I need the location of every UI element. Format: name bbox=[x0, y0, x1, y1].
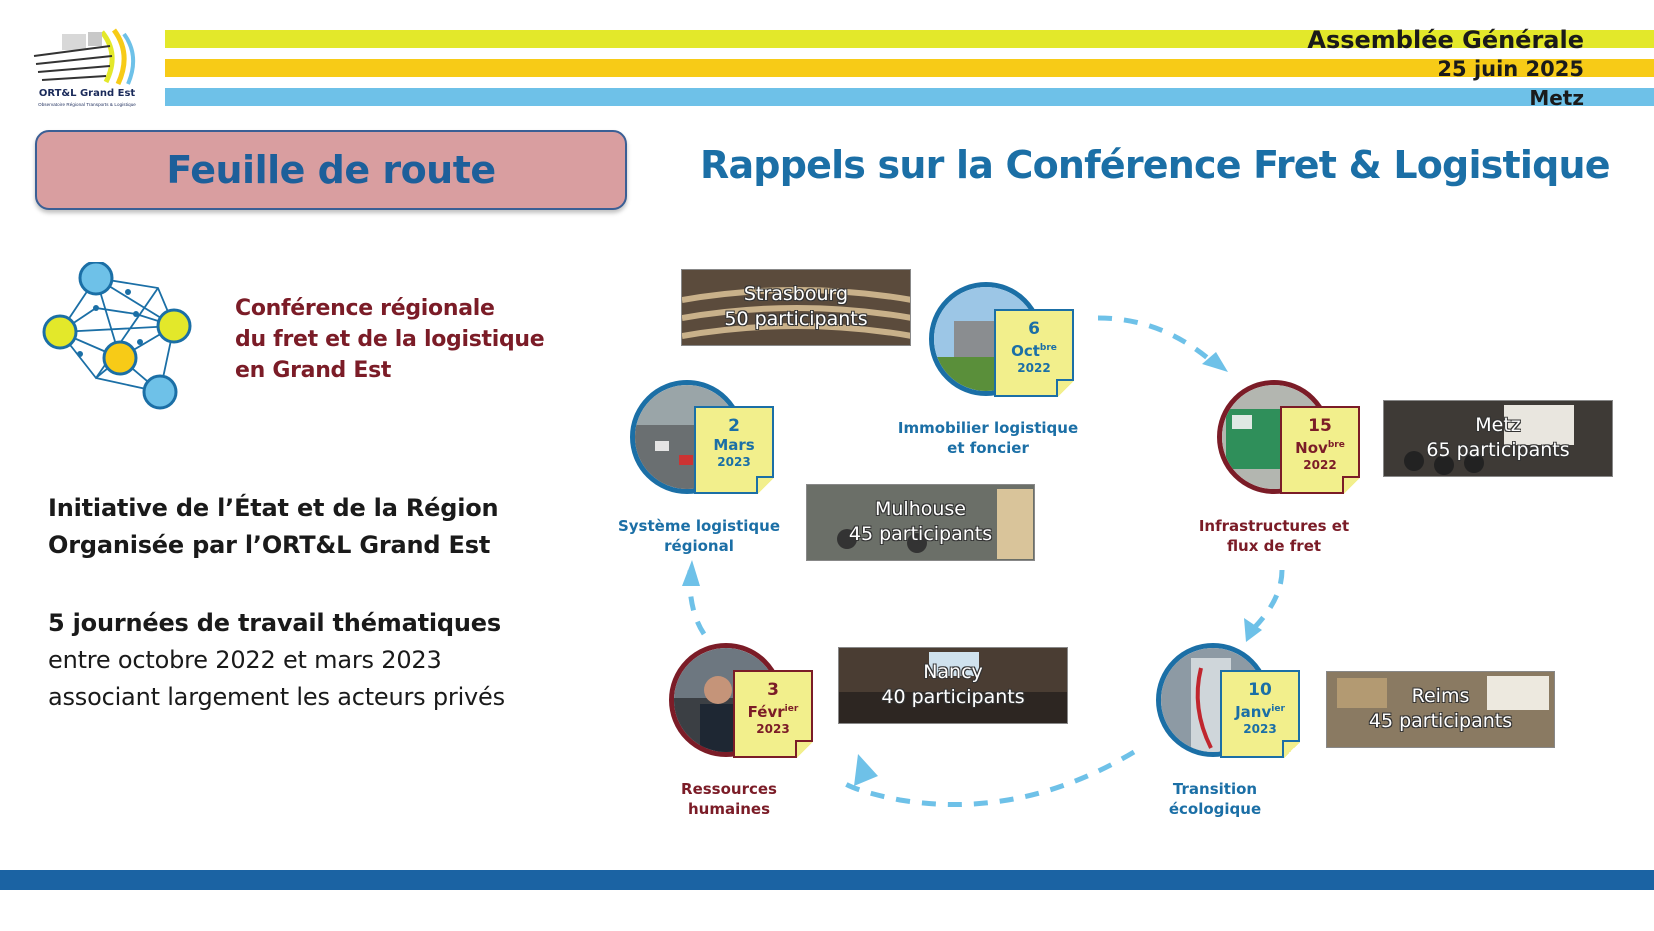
photo-strasbourg-caption: Strasbourg 50 participants bbox=[724, 283, 868, 330]
session-oct-date: 6 Octbre 2022 bbox=[994, 309, 1074, 397]
photo-mulhouse-caption: Mulhouse 45 participants bbox=[848, 498, 993, 545]
session-jan-date: 10 Janvier 2023 bbox=[1220, 670, 1300, 758]
photo-nancy: Nancy 40 participants bbox=[838, 647, 1068, 724]
event-date: 25 juin 2025 bbox=[1437, 57, 1584, 81]
ortl-logo: ORT&L Grand Est Observatoire Régional Tr… bbox=[32, 26, 142, 114]
photo-reims-caption: Reims 45 participants bbox=[1368, 685, 1513, 732]
page-title: Rappels sur la Conférence Fret & Logisti… bbox=[700, 143, 1611, 187]
photo-metz: Metz 65 participants bbox=[1383, 400, 1613, 477]
session-oct-topic: Immobilier logistique et foncier bbox=[897, 419, 1079, 457]
conference-title: Conférence régionale du fret et de la lo… bbox=[235, 296, 545, 383]
header-stripe-yellow bbox=[165, 30, 1654, 48]
cycle-arrows bbox=[682, 315, 1285, 807]
session-feb-date: 3 Février 2023 bbox=[733, 670, 813, 758]
session-mar-date: 2 Mars 2023 bbox=[694, 406, 774, 494]
session-nov-date: 15 Novbre 2022 bbox=[1280, 406, 1360, 494]
logo-name: ORT&L Grand Est bbox=[38, 88, 136, 99]
event-name: Assemblée Générale bbox=[1307, 26, 1584, 54]
roadmap-button[interactable]: Feuille de route bbox=[35, 130, 627, 210]
session-mar-topic: Système logistique régional bbox=[617, 517, 781, 555]
actors-line: associant largement les acteurs privés bbox=[48, 683, 505, 711]
period-line: entre octobre 2022 et mars 2023 bbox=[48, 646, 442, 674]
photo-nancy-caption: Nancy 40 participants bbox=[881, 661, 1025, 708]
logo-emblem-icon bbox=[33, 28, 136, 86]
footer-bar bbox=[0, 870, 1654, 890]
logo-subtitle: Observatoire Régional Transports & Logis… bbox=[38, 102, 136, 107]
header-stripe-orange bbox=[165, 59, 1654, 77]
network-icon bbox=[42, 262, 192, 410]
initiative-line: Initiative de l’État et de la Région bbox=[48, 494, 499, 522]
photo-reims: Reims 45 participants bbox=[1326, 671, 1555, 748]
session-feb-topic: Ressources humaines bbox=[681, 780, 777, 818]
header-stripe-blue bbox=[165, 88, 1654, 106]
photo-metz-caption: Metz 65 participants bbox=[1426, 414, 1570, 461]
organizer-line: Organisée par l’ORT&L Grand Est bbox=[48, 531, 491, 559]
photo-mulhouse: Mulhouse 45 participants bbox=[806, 484, 1035, 561]
session-jan-topic: Transition écologique bbox=[1168, 780, 1262, 818]
workdays-line: 5 journées de travail thématiques bbox=[48, 609, 501, 637]
photo-strasbourg: Strasbourg 50 participants bbox=[681, 269, 911, 346]
roadmap-label: Feuille de route bbox=[166, 148, 496, 192]
event-city: Metz bbox=[1529, 86, 1584, 110]
session-nov-topic: Infrastructures et flux de fret bbox=[1198, 517, 1350, 555]
